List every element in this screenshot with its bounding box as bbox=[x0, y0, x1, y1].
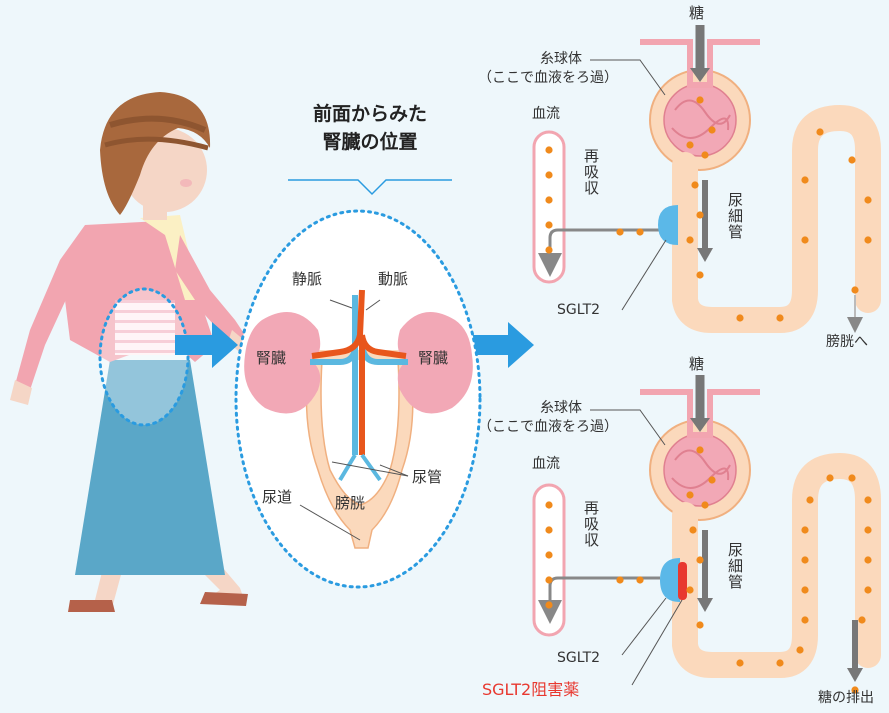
sugar-dot bbox=[616, 576, 623, 583]
sugar-dot bbox=[851, 286, 858, 293]
sugar-dot bbox=[864, 196, 871, 203]
title-pointer bbox=[288, 180, 452, 194]
label-bladder: 膀胱 bbox=[335, 494, 365, 512]
sugar-dot bbox=[776, 659, 783, 666]
sugar-dot bbox=[864, 556, 871, 563]
label-sugar-excretion: 糖の排出 bbox=[818, 690, 874, 707]
label-blood-flow-top: 血流 bbox=[532, 106, 560, 123]
label-ureter: 尿管 bbox=[412, 468, 442, 486]
sugar-dot bbox=[801, 176, 808, 183]
sugar-dot bbox=[864, 586, 871, 593]
sugar-dot bbox=[796, 646, 803, 653]
sugar-dot bbox=[696, 556, 703, 563]
sugar-dot bbox=[686, 141, 693, 148]
label-kidney-left: 腎臓 bbox=[256, 349, 286, 367]
sugar-dot bbox=[848, 156, 855, 163]
diagram-title-line1: 前面からみた bbox=[290, 100, 450, 128]
sugar-dot bbox=[696, 211, 703, 218]
sugar-dot bbox=[696, 621, 703, 628]
sugar-dot bbox=[701, 151, 708, 158]
sugar-dot bbox=[848, 474, 855, 481]
sugar-dot bbox=[816, 128, 823, 135]
sugar-dot bbox=[686, 236, 693, 243]
label-to-bladder: 膀胱へ bbox=[826, 334, 868, 351]
sugar-dot bbox=[826, 474, 833, 481]
kidney-area-highlight bbox=[100, 289, 188, 425]
sugar-dot bbox=[545, 501, 552, 508]
sugar-dot bbox=[801, 616, 808, 623]
sugar-dot bbox=[776, 314, 783, 321]
sugar-dot bbox=[708, 476, 715, 483]
label-glomerulus-note-top: （ここで血液をろ過） bbox=[478, 70, 618, 87]
sugar-dot bbox=[864, 496, 871, 503]
sugar-dot bbox=[806, 496, 813, 503]
label-vein: 静脈 bbox=[292, 270, 322, 288]
label-urethra: 尿道 bbox=[262, 488, 292, 506]
label-artery: 動脈 bbox=[378, 270, 408, 288]
sugar-dot bbox=[701, 501, 708, 508]
sugar-dot bbox=[696, 271, 703, 278]
sugar-dot bbox=[736, 659, 743, 666]
sugar-dot bbox=[708, 126, 715, 133]
sugar-dot bbox=[545, 146, 552, 153]
sugar-dot bbox=[801, 586, 808, 593]
sugar-dot bbox=[686, 586, 693, 593]
sugar-dot bbox=[864, 236, 871, 243]
label-sglt2-top: SGLT2 bbox=[557, 302, 600, 319]
label-kidney-right: 腎臓 bbox=[418, 349, 448, 367]
sugar-dot bbox=[801, 556, 808, 563]
label-sugar-top: 糖 bbox=[689, 4, 704, 22]
label-sglt2-bottom: SGLT2 bbox=[557, 650, 600, 667]
label-glomerulus-note-bottom: （ここで血液をろ過） bbox=[478, 419, 618, 436]
label-sugar-bottom: 糖 bbox=[689, 355, 704, 373]
label-reabsorption-bottom: 再吸収 bbox=[582, 500, 600, 548]
arrow-right-icon bbox=[472, 322, 534, 368]
diagram-title-line2: 腎臓の位置 bbox=[290, 128, 450, 156]
sugar-dot bbox=[545, 551, 552, 558]
sugar-dot bbox=[545, 246, 552, 253]
sugar-dot bbox=[686, 491, 693, 498]
sugar-dot bbox=[864, 526, 871, 533]
label-glomerulus-bottom: 糸球体 bbox=[540, 400, 582, 417]
sugar-dot bbox=[545, 576, 552, 583]
sugar-dot bbox=[801, 526, 808, 533]
sugar-dot bbox=[545, 221, 552, 228]
label-sglt2-inhibitor: SGLT2阻害薬 bbox=[482, 680, 579, 699]
label-reabsorption-top: 再吸収 bbox=[582, 148, 600, 196]
label-blood-flow-bottom: 血流 bbox=[532, 456, 560, 473]
sugar-dot bbox=[616, 228, 623, 235]
label-glomerulus-top: 糸球体 bbox=[540, 51, 582, 68]
label-tubule-bottom: 尿細管 bbox=[726, 542, 744, 590]
sugar-dot bbox=[736, 314, 743, 321]
sugar-dot bbox=[801, 236, 808, 243]
sugar-dot bbox=[545, 196, 552, 203]
sugar-dot bbox=[858, 616, 865, 623]
sugar-dot bbox=[636, 576, 643, 583]
sugar-dot bbox=[545, 171, 552, 178]
sugar-dot bbox=[696, 446, 703, 453]
sugar-dot bbox=[545, 601, 552, 608]
sugar-dot bbox=[696, 96, 703, 103]
sugar-dot bbox=[636, 228, 643, 235]
sugar-dot bbox=[689, 526, 696, 533]
label-tubule-top: 尿細管 bbox=[726, 192, 744, 240]
sugar-dot bbox=[691, 181, 698, 188]
sugar-dot bbox=[545, 526, 552, 533]
